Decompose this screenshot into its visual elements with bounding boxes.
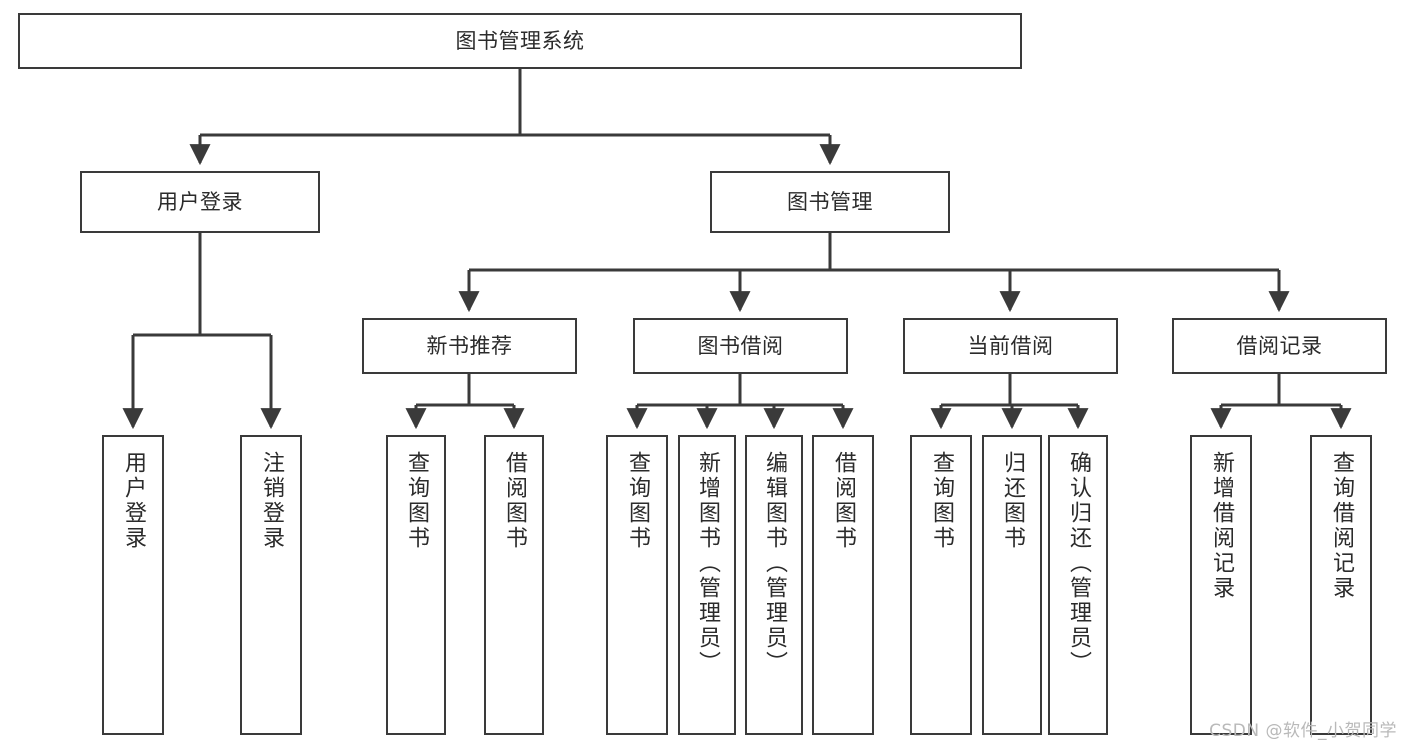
- node-leaf-add-book[interactable]: 新增图书（管理员）: [678, 435, 736, 735]
- node-leaf-borrow-book-b-label: 借阅图书: [831, 451, 856, 551]
- node-new-book-rec-label: 新书推荐: [426, 333, 513, 358]
- node-root-label: 图书管理系统: [455, 28, 585, 53]
- node-current-borrow-label: 当前借阅: [967, 333, 1054, 358]
- node-leaf-add-book-label: 新增图书（管理员）: [695, 451, 720, 676]
- node-leaf-add-record[interactable]: 新增借阅记录: [1190, 435, 1252, 735]
- node-borrow-record-label: 借阅记录: [1236, 333, 1323, 358]
- node-leaf-user-logout-label: 注销登录: [259, 451, 284, 551]
- node-leaf-user-login-label: 用户登录: [121, 451, 146, 551]
- node-leaf-query-record-label: 查询借阅记录: [1329, 451, 1354, 601]
- node-new-book-rec[interactable]: 新书推荐: [362, 318, 577, 374]
- node-leaf-query-book-rec[interactable]: 查询图书: [386, 435, 446, 735]
- node-leaf-return-book[interactable]: 归还图书: [982, 435, 1042, 735]
- node-leaf-return-book-label: 归还图书: [1000, 451, 1025, 551]
- node-user-login[interactable]: 用户登录: [80, 171, 320, 233]
- node-book-borrow[interactable]: 图书借阅: [633, 318, 848, 374]
- node-leaf-query-record[interactable]: 查询借阅记录: [1310, 435, 1372, 735]
- node-root[interactable]: 图书管理系统: [18, 13, 1022, 69]
- node-leaf-query-book-b-label: 查询图书: [625, 451, 650, 551]
- node-leaf-borrow-book-rec-label: 借阅图书: [502, 451, 527, 551]
- node-book-manage[interactable]: 图书管理: [710, 171, 950, 233]
- node-leaf-edit-book-label: 编辑图书（管理员）: [762, 451, 787, 676]
- node-current-borrow[interactable]: 当前借阅: [903, 318, 1118, 374]
- csdn-watermark: CSDN @软件_小贺同学: [1209, 721, 1397, 741]
- node-leaf-user-logout[interactable]: 注销登录: [240, 435, 302, 735]
- node-leaf-edit-book[interactable]: 编辑图书（管理员）: [745, 435, 803, 735]
- node-leaf-query-book-c-label: 查询图书: [929, 451, 954, 551]
- node-leaf-confirm-return-label: 确认归还（管理员）: [1066, 451, 1091, 676]
- node-leaf-borrow-book-rec[interactable]: 借阅图书: [484, 435, 544, 735]
- node-leaf-query-book-c[interactable]: 查询图书: [910, 435, 972, 735]
- node-leaf-add-record-label: 新增借阅记录: [1209, 451, 1234, 601]
- node-leaf-query-book-b[interactable]: 查询图书: [606, 435, 668, 735]
- node-leaf-query-book-rec-label: 查询图书: [404, 451, 429, 551]
- node-book-borrow-label: 图书借阅: [697, 333, 784, 358]
- node-user-login-label: 用户登录: [157, 189, 243, 214]
- node-leaf-confirm-return[interactable]: 确认归还（管理员）: [1048, 435, 1108, 735]
- node-borrow-record[interactable]: 借阅记录: [1172, 318, 1387, 374]
- node-leaf-user-login[interactable]: 用户登录: [102, 435, 164, 735]
- node-book-manage-label: 图书管理: [787, 189, 873, 214]
- node-leaf-borrow-book-b[interactable]: 借阅图书: [812, 435, 874, 735]
